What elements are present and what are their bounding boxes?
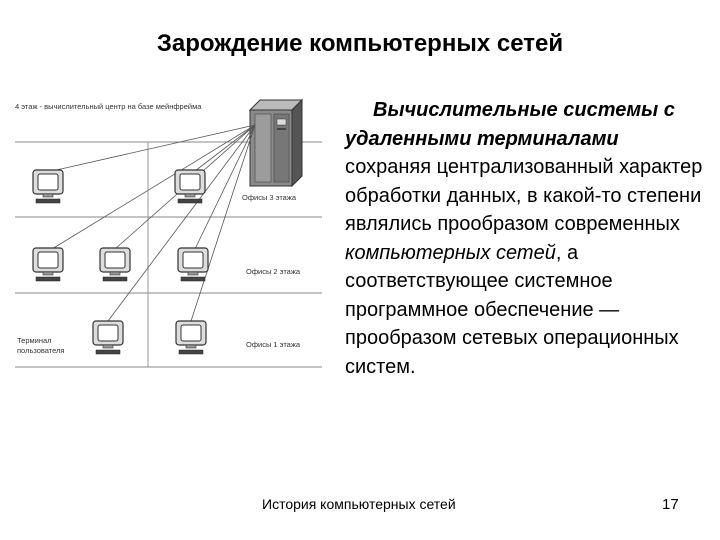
slide-body-text: Вычислительные системы с удаленными терм… [345, 96, 705, 381]
terminal-icon-f1-mid [92, 320, 124, 355]
terminal-network-diagram: 4 этаж - вычислительный центр на базе ме… [15, 98, 322, 368]
body-text-part2: сохраняя централизованный характер обраб… [345, 156, 703, 235]
terminal-cables [51, 124, 256, 322]
offices-3-label: Офисы 3 этажа [242, 193, 297, 202]
offices-2-label: Офисы 2 этажа [246, 267, 301, 276]
terminal-icon-f2-mid [99, 247, 131, 282]
body-bold-term: Вычислительные системы с удаленными терм… [345, 99, 675, 150]
page-number: 17 [662, 496, 679, 513]
offices-1-label: Офисы 1 этажа [246, 340, 301, 349]
terminal-icon-f1-right [175, 320, 207, 355]
terminal-icon-f3-right [174, 169, 206, 204]
slide-title: Зарождение компьютерных сетей [156, 30, 564, 57]
terminal-label-line1: Терминал [17, 336, 52, 345]
mainframe-icon [248, 98, 304, 188]
floor4-label: 4 этаж - вычислительный центр на базе ме… [15, 102, 202, 111]
terminal-label-line2: пользователя [17, 346, 65, 355]
terminal-icon-f2-left [32, 247, 64, 282]
terminal-icon-f3-left [32, 169, 64, 204]
body-text-part4: , а соответствующее системное программно… [345, 241, 679, 378]
body-italic-term: компьютерных сетей [345, 241, 556, 264]
terminal-icon-f2-right [177, 247, 209, 282]
footer-caption: История компьютерных сетей [262, 496, 456, 512]
